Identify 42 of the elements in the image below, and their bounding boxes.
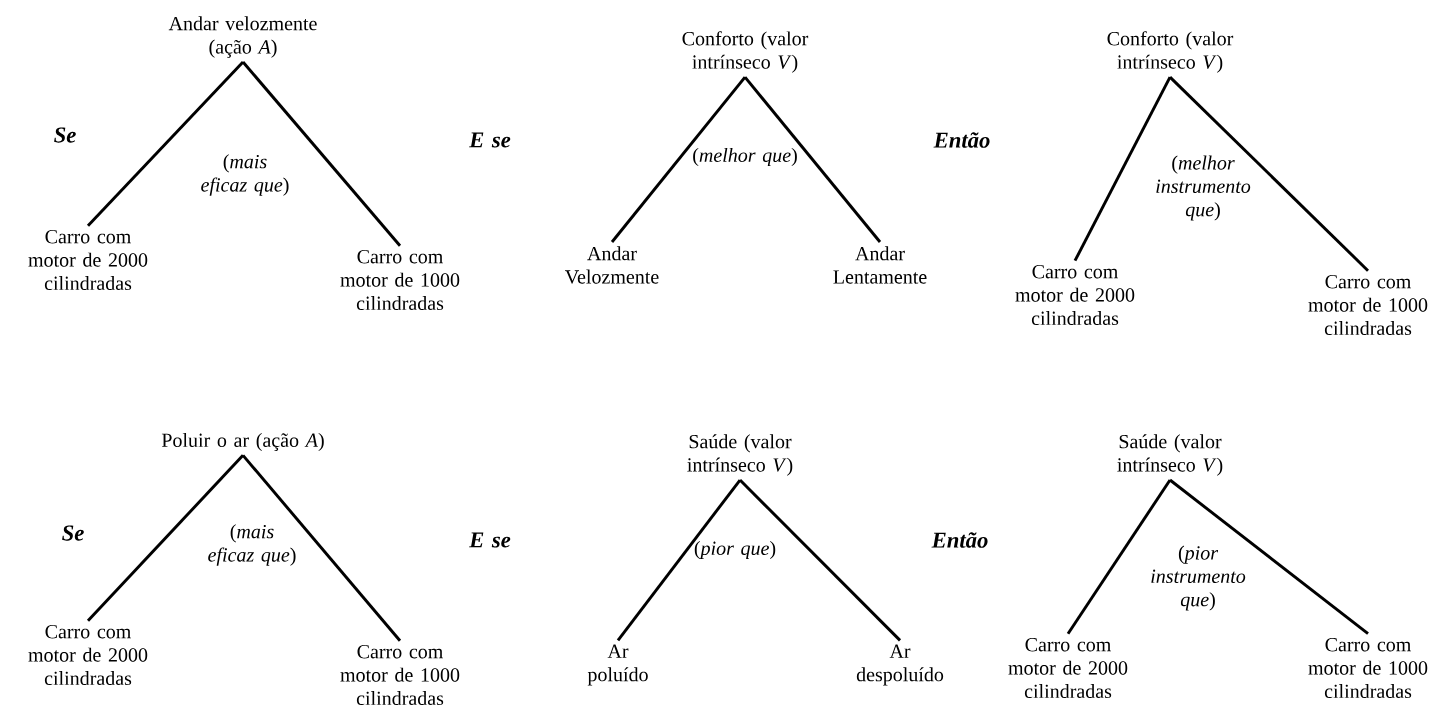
node-text: Carro com motor de 1000 cilindradas xyxy=(340,249,460,311)
node-text: Andar velozmente (ação A) xyxy=(168,16,317,58)
node-text: Carro com motor de 2000 cilindradas xyxy=(1015,264,1135,326)
relation-label: (pior instrumento que) xyxy=(1151,545,1246,611)
branch-line xyxy=(1066,479,1172,635)
branch-line xyxy=(610,76,747,243)
branch-line xyxy=(738,479,902,642)
condition-word: Então xyxy=(931,532,988,548)
branch-line xyxy=(1073,76,1172,262)
node-text: Carro com motor de 1000 cilindradas xyxy=(1308,637,1428,699)
condition-word: E se xyxy=(469,132,511,148)
node-text: Saúde (valor intrínseco V) xyxy=(1117,434,1223,476)
node-text: Ar poluído xyxy=(587,644,648,686)
branch-line xyxy=(743,76,882,243)
relation-label: (pior que) xyxy=(694,540,776,560)
condition-word: Se xyxy=(62,525,84,541)
branch-line xyxy=(86,454,245,622)
node-text: Andar Velozmente xyxy=(565,246,659,284)
condition-word: Então xyxy=(933,132,990,148)
relation-label: (melhor que) xyxy=(693,147,797,167)
branch-line xyxy=(86,61,245,227)
node-text: Conforto (valor intrínseco V) xyxy=(1107,31,1234,73)
branch-line xyxy=(241,61,402,247)
condition-word: Se xyxy=(54,127,76,143)
relation-label: (mais eficaz que) xyxy=(201,154,289,196)
node-text: Carro com motor de 2000 cilindradas xyxy=(1008,637,1128,699)
relation-label: (melhor instrumento que) xyxy=(1156,155,1251,221)
node-text: Saúde (valor intrínseco V) xyxy=(687,434,793,476)
node-text: Carro com motor de 2000 cilindradas xyxy=(28,229,148,291)
node-text: Poluir o ar (ação A) xyxy=(161,432,324,452)
branch-line xyxy=(241,454,402,642)
branch-line xyxy=(616,479,742,642)
condition-word: E se xyxy=(469,532,511,548)
node-text: Carro com motor de 1000 cilindradas xyxy=(1308,274,1428,336)
node-text: Ar despoluído xyxy=(856,644,944,686)
node-text: Andar Lentamente xyxy=(833,246,927,284)
node-text: Carro com motor de 2000 cilindradas xyxy=(28,624,148,686)
branch-line xyxy=(1169,76,1370,272)
node-text: Conforto (valor intrínseco V) xyxy=(682,31,809,73)
relation-label: (mais eficaz que) xyxy=(208,524,296,566)
node-text: Carro com motor de 1000 cilindradas xyxy=(340,644,460,706)
branch-line xyxy=(1169,478,1369,635)
